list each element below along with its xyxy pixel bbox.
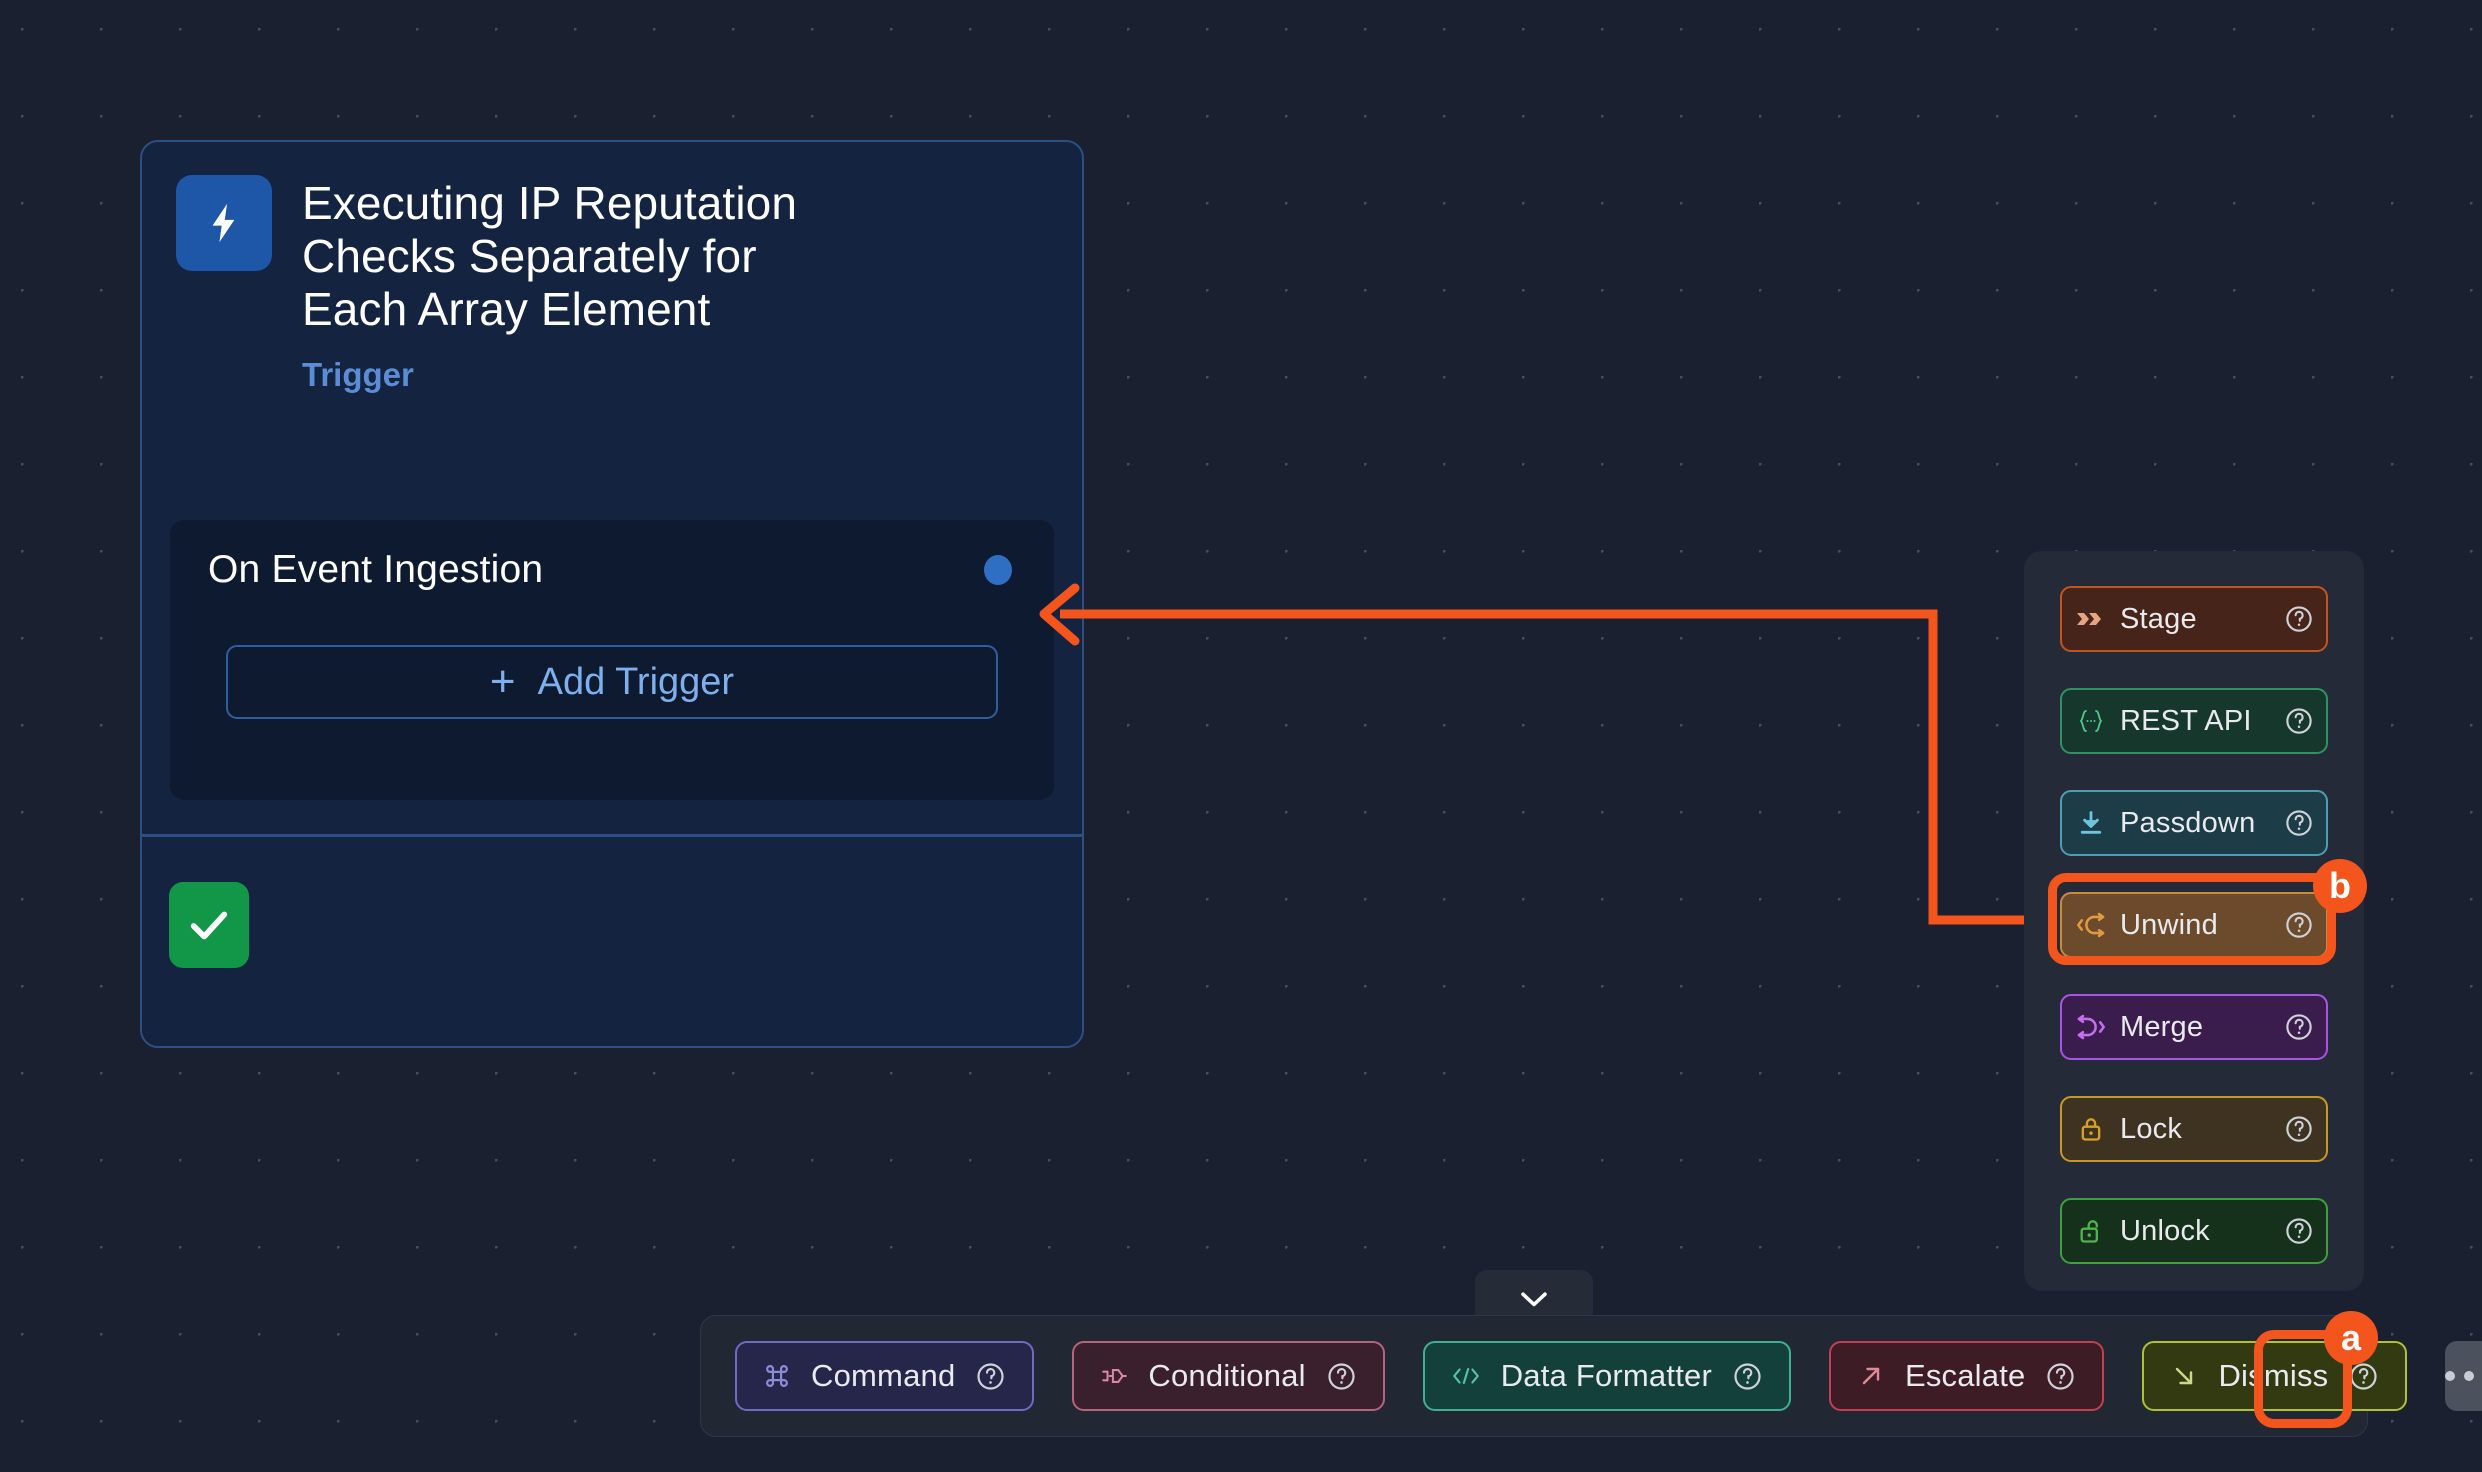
action-panel: Stage REST API [2024, 551, 2364, 1291]
hint-badge-a: a [2324, 1311, 2378, 1365]
lock-closed-icon [2062, 1115, 2120, 1143]
arrow-up-right-icon [1857, 1362, 1885, 1390]
tool-escalate[interactable]: Escalate [1828, 1341, 2105, 1411]
tool-dismiss[interactable]: Dismiss [2142, 1341, 2408, 1411]
tool-label: Command [811, 1358, 956, 1393]
bottom-toolbar: Command Conditional [700, 1315, 2482, 1437]
action-label: Stage [2120, 602, 2197, 635]
download-arrow-icon [2062, 809, 2120, 837]
action-label: Merge [2120, 1010, 2204, 1043]
action-unwind[interactable]: Unwind [2060, 892, 2328, 958]
trigger-card-header: Executing IP Reputation Checks Separatel… [142, 142, 1082, 394]
more-options-button[interactable] [2445, 1341, 2482, 1411]
lightning-bolt-icon [176, 175, 272, 271]
trigger-card-subtitle: Trigger [302, 355, 414, 393]
action-label: Unlock [2120, 1214, 2210, 1247]
question-mark-circle-icon[interactable] [2348, 1361, 2379, 1392]
question-mark-circle-icon[interactable] [2045, 1361, 2076, 1392]
output-port-dot[interactable] [984, 555, 1012, 585]
tool-label: Data Formatter [1500, 1358, 1712, 1393]
action-passdown[interactable]: Passdown [2060, 790, 2328, 856]
ellipsis-dot [2464, 1371, 2475, 1381]
action-label: Passdown [2120, 806, 2256, 839]
question-mark-circle-icon[interactable] [1326, 1361, 1357, 1392]
unwind-highlight-ring [2048, 873, 2336, 965]
lock-open-icon [2062, 1217, 2120, 1245]
more-options-highlight-ring [2254, 1330, 2352, 1428]
tool-conditional[interactable]: Conditional [1072, 1341, 1385, 1411]
action-label: REST API [2120, 704, 2252, 737]
question-mark-circle-icon[interactable] [1732, 1361, 1763, 1392]
tool-label: Dismiss [2218, 1358, 2329, 1393]
tool-label: Conditional [1148, 1358, 1306, 1393]
arrow-down-right-icon [2170, 1362, 2198, 1390]
curly-braces-icon [2062, 708, 2120, 734]
command-key-icon [763, 1362, 791, 1390]
page-title: Executing IP Reputation Checks Separatel… [302, 177, 798, 335]
action-stage[interactable]: Stage [2060, 586, 2328, 652]
question-mark-circle-icon[interactable] [2272, 706, 2326, 736]
tool-command[interactable]: Command [735, 1341, 1035, 1411]
add-trigger-label: Add Trigger [537, 660, 735, 703]
question-mark-circle-icon[interactable] [975, 1361, 1006, 1392]
action-merge[interactable]: Merge [2060, 994, 2328, 1060]
question-mark-circle-icon[interactable] [2272, 910, 2326, 940]
merge-arrow-icon [2062, 1014, 2120, 1040]
hint-badge-b: b [2313, 859, 2367, 913]
question-mark-circle-icon[interactable] [2272, 604, 2326, 634]
on-event-ingestion-panel: On Event Ingestion + Add Trigger [170, 520, 1054, 800]
trigger-card[interactable]: Executing IP Reputation Checks Separatel… [140, 140, 1084, 1048]
question-mark-circle-icon[interactable] [2272, 808, 2326, 838]
on-event-ingestion-label: On Event Ingestion [208, 548, 544, 591]
question-mark-circle-icon[interactable] [2272, 1216, 2326, 1246]
action-label: Unwind [2120, 908, 2218, 941]
code-brackets-icon [1451, 1364, 1481, 1388]
action-label: Lock [2120, 1112, 2183, 1145]
ellipsis-dot [2445, 1371, 2456, 1381]
card-divider [142, 834, 1082, 837]
action-unlock[interactable]: Unlock [2060, 1198, 2328, 1264]
unwind-split-arrow-icon [2062, 912, 2120, 938]
question-mark-circle-icon[interactable] [2272, 1114, 2326, 1144]
add-trigger-button[interactable]: + Add Trigger [226, 645, 998, 719]
action-rest-api[interactable]: REST API [2060, 688, 2328, 754]
double-chevron-right-icon [2062, 609, 2120, 629]
tool-data-formatter[interactable]: Data Formatter [1422, 1341, 1791, 1411]
question-mark-circle-icon[interactable] [2272, 1012, 2326, 1042]
action-lock[interactable]: Lock [2060, 1096, 2328, 1162]
status-badge[interactable] [169, 882, 249, 968]
tool-label: Escalate [1904, 1358, 2026, 1393]
conditional-io-icon [1100, 1365, 1128, 1387]
